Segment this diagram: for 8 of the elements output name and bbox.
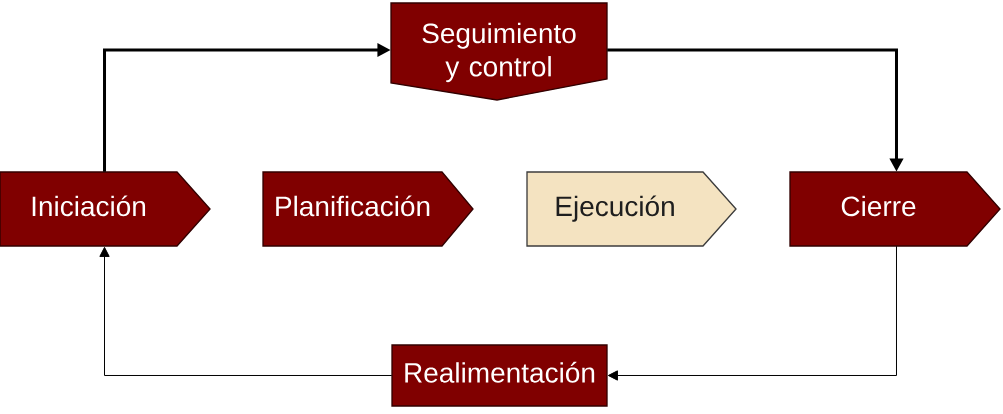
pentagon-box: Cierre — [789, 171, 1001, 247]
pentagon-box: Seguimiento y control — [390, 2, 608, 101]
pentagon-box: Iniciación — [0, 171, 211, 247]
process-box: Realimentación — [391, 344, 608, 407]
pentagon-box: Ejecución — [526, 171, 737, 247]
arrow — [607, 245, 897, 381]
pentagon-box: Planificación — [262, 171, 474, 247]
arrow — [99, 246, 393, 376]
